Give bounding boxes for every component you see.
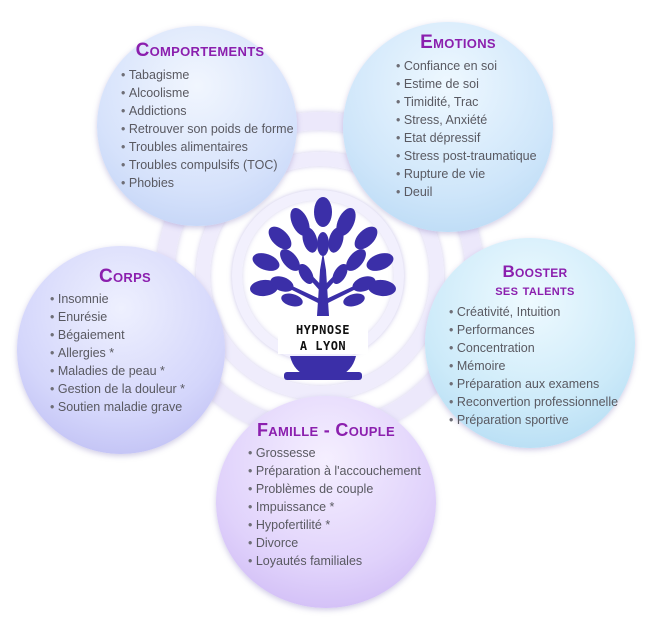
- list-item: Phobies: [121, 174, 294, 192]
- list-item: Enurésie: [50, 308, 185, 326]
- list-booster: Créativité, Intuition Performances Conce…: [449, 303, 618, 429]
- list-item: Retrouver son poids de forme: [121, 120, 294, 138]
- list-item: Etat dépressif: [396, 129, 537, 147]
- list-item: Troubles alimentaires: [121, 138, 294, 156]
- list-item: Insomnie: [50, 290, 185, 308]
- list-item: Grossesse: [248, 444, 421, 462]
- list-item: Estime de soi: [396, 75, 537, 93]
- heading-booster-line-2: ses talents: [495, 282, 575, 299]
- list-item: Mémoire: [449, 357, 618, 375]
- list-emotions: Confiance en soi Estime de soi Timidité,…: [396, 57, 537, 201]
- list-item: Gestion de la douleur *: [50, 380, 185, 398]
- list-item: Hypofertilité *: [248, 516, 421, 534]
- list-item: Deuil: [396, 183, 537, 201]
- list-item: Concentration: [449, 339, 618, 357]
- list-item: Rupture de vie: [396, 165, 537, 183]
- list-item: Confiance en soi: [396, 57, 537, 75]
- list-item: Impuissance *: [248, 498, 421, 516]
- list-item: Allergies *: [50, 344, 185, 362]
- list-item: Préparation aux examens: [449, 375, 618, 393]
- list-item: Soutien maladie grave: [50, 398, 185, 416]
- list-item: Créativité, Intuition: [449, 303, 618, 321]
- list-item: Troubles compulsifs (TOC): [121, 156, 294, 174]
- list-item: Préparation à l'accouchement: [248, 462, 421, 480]
- logo-line-1: HYPNOSE: [295, 323, 351, 337]
- list-item: Addictions: [121, 102, 294, 120]
- list-item: Alcoolisme: [121, 84, 294, 102]
- heading-comportements: Comportements: [135, 40, 265, 61]
- heading-booster: Booster ses talents: [470, 262, 600, 300]
- heading-booster-line-1: Booster: [502, 262, 568, 281]
- list-item: Bégaiement: [50, 326, 185, 344]
- list-corps: Insomnie Enurésie Bégaiement Allergies *…: [50, 290, 185, 416]
- logo-line-2: A LYON: [299, 339, 347, 353]
- heading-famille: Famille - Couple: [257, 420, 395, 440]
- heading-corps: Corps: [98, 266, 152, 287]
- list-item: Stress, Anxiété: [396, 111, 537, 129]
- list-item: Timidité, Trac: [396, 93, 537, 111]
- list-item: Reconvertion professionnelle: [449, 393, 618, 411]
- list-item: Préparation sportive: [449, 411, 618, 429]
- list-item: Performances: [449, 321, 618, 339]
- list-item: Maladies de peau *: [50, 362, 185, 380]
- list-item: Problèmes de couple: [248, 480, 421, 498]
- logo-text: HYPNOSE A LYON: [268, 322, 378, 354]
- list-item: Loyautés familiales: [248, 552, 421, 570]
- list-item: Stress post-traumatique: [396, 147, 537, 165]
- heading-emotions: Emotions: [420, 32, 496, 53]
- list-item: Tabagisme: [121, 66, 294, 84]
- list-comportements: Tabagisme Alcoolisme Addictions Retrouve…: [121, 66, 294, 192]
- list-item: Divorce: [248, 534, 421, 552]
- tree-logo-icon: [250, 197, 396, 380]
- list-famille: Grossesse Préparation à l'accouchement P…: [248, 444, 421, 570]
